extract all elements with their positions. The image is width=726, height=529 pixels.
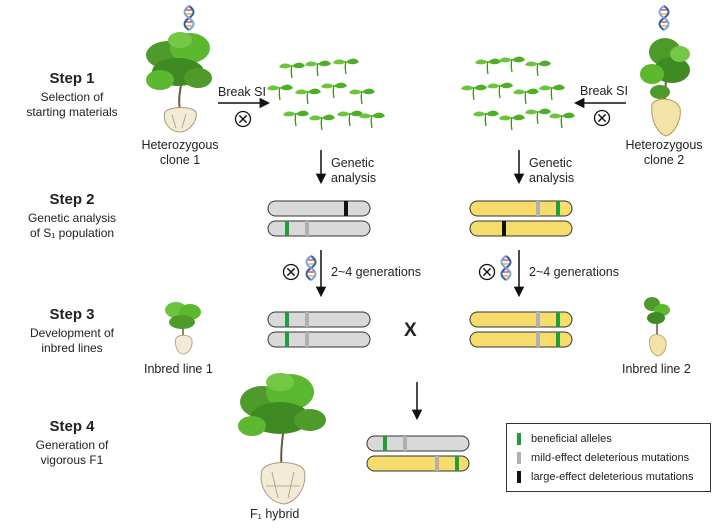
legend-swatch — [517, 471, 521, 483]
generations-label-right: 2~4 generations — [529, 265, 620, 279]
clone2-label: Heterozygous clone 2 — [625, 138, 703, 167]
step2-subtitle: Genetic analysis of S₁ population — [27, 211, 117, 240]
chromosome-pair-inbred1 — [267, 311, 371, 348]
step4-subtitle: Generation of vigorous F1 — [35, 438, 109, 467]
selfing-symbol-icon — [282, 263, 300, 281]
selfing-symbol-icon — [593, 109, 611, 127]
dna-icon — [183, 5, 195, 31]
step1-title: Step 1 — [49, 70, 95, 87]
legend: beneficial alleles mild-effect deleterio… — [506, 423, 711, 492]
inbred1-plant-icon — [165, 302, 201, 355]
clone1-label: Heterozygous clone 1 — [141, 138, 219, 167]
legend-swatch — [517, 433, 521, 445]
chromosome-pair-inbred2 — [469, 311, 573, 348]
clone1-plant-icon — [146, 32, 212, 133]
inbred2-plant-icon — [644, 297, 670, 357]
s1-seedlings-right — [460, 55, 576, 131]
inbred2-label: Inbred line 2 — [622, 362, 691, 376]
step1-subtitle: Selection of starting materials — [26, 90, 118, 119]
step3-subtitle: Development of inbred lines — [29, 326, 115, 355]
f1-hybrid-plant-icon — [238, 373, 326, 505]
break-si-label-left: Break SI — [218, 85, 266, 99]
f1-hybrid-label: F₁ hybrid — [250, 507, 300, 521]
selfing-symbol-icon — [234, 110, 252, 128]
genetic-analysis-label-left: Genetic analysis — [331, 156, 377, 185]
dna-icon — [658, 5, 670, 31]
cross-symbol: X — [404, 320, 417, 341]
selfing-symbol-icon — [478, 263, 496, 281]
chromosome-pair-f1 — [366, 435, 470, 472]
genetic-analysis-label-right: Genetic analysis — [529, 156, 575, 185]
clone2-plant-icon — [640, 38, 690, 137]
step4-title: Step 4 — [49, 418, 95, 435]
s1-seedlings-left — [266, 57, 386, 131]
break-si-label-right: Break SI — [580, 84, 628, 98]
chromosome-pair-right-s1 — [469, 200, 573, 237]
legend-swatch — [517, 452, 521, 464]
step2-title: Step 2 — [49, 191, 95, 208]
inbred1-label: Inbred line 1 — [144, 362, 213, 376]
step3-title: Step 3 — [49, 306, 95, 323]
dna-icon — [500, 255, 512, 281]
dna-icon — [305, 255, 317, 281]
chromosome-pair-left-s1 — [267, 200, 371, 237]
generations-label-left: 2~4 generations — [331, 265, 422, 279]
